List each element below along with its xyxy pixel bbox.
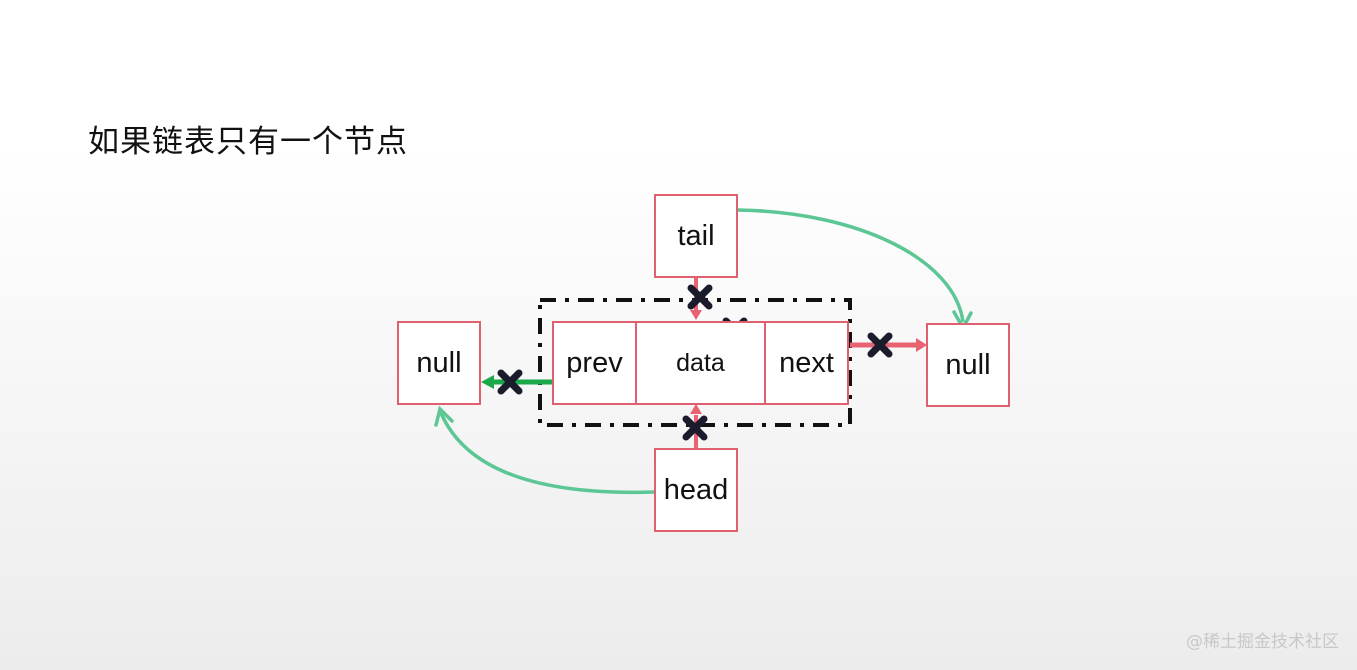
- head-box: head: [654, 448, 738, 532]
- watermark: @稀土掘金技术社区: [1186, 632, 1339, 652]
- prev-pointer-head: [481, 375, 494, 389]
- cross-prev-icon: [497, 369, 523, 395]
- cross-next-icon: [867, 332, 893, 358]
- tail-pointer-head: [690, 310, 702, 320]
- slide-title: 如果链表只有一个节点: [88, 124, 408, 160]
- null-left-box: null: [397, 321, 481, 405]
- null-right-box: null: [926, 323, 1010, 407]
- data-field: data: [635, 321, 766, 405]
- head-curve-arrowhead: [434, 405, 454, 427]
- cross-head-icon: [682, 415, 708, 441]
- head-pointer-head: [690, 404, 702, 414]
- next-field: next: [764, 321, 849, 405]
- tail-box: tail: [654, 194, 738, 278]
- tail-to-null-curve: [737, 208, 965, 323]
- cross-tail-icon: [687, 284, 713, 310]
- head-to-null-curve: [439, 412, 655, 495]
- prev-field: prev: [552, 321, 637, 405]
